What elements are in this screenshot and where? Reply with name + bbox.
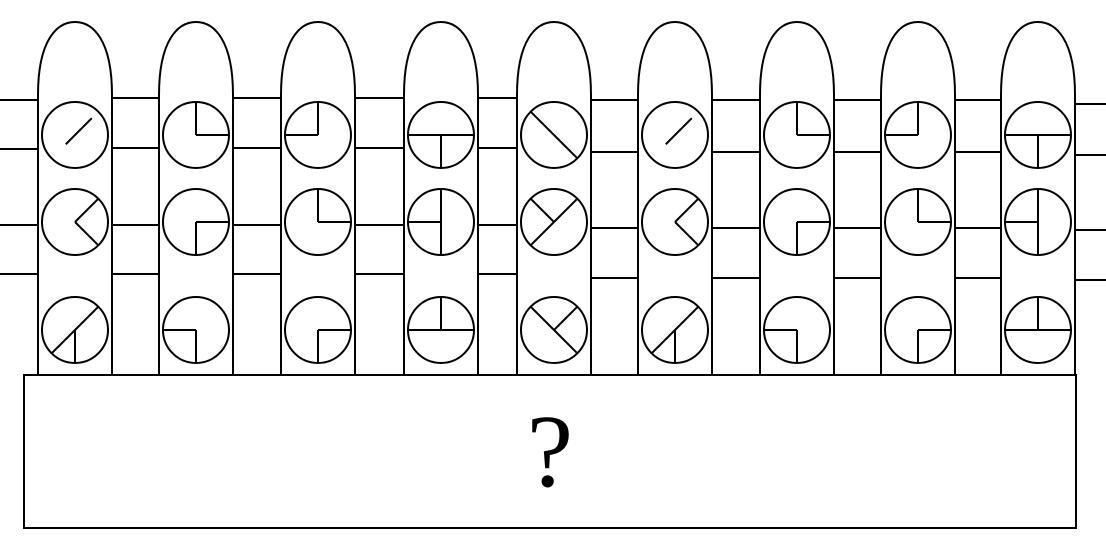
symbol-stroke (553, 197, 579, 223)
circle-symbol (884, 188, 952, 256)
symbol-stroke (74, 197, 100, 223)
circle-symbol (520, 296, 588, 364)
circle-symbol (641, 101, 709, 169)
symbol-stroke (65, 117, 93, 145)
circle-symbol (407, 101, 475, 169)
fence-post (280, 20, 356, 376)
circle-symbol (162, 188, 230, 256)
question-mark: ? (526, 393, 574, 509)
circle-symbol (641, 188, 709, 256)
symbol-stroke (674, 305, 700, 331)
circle-symbol (763, 296, 831, 364)
fence-rails (0, 97, 1106, 281)
circle-symbol (284, 296, 352, 364)
symbol-stroke (50, 329, 76, 355)
circle-symbol (641, 296, 709, 364)
circle-symbol (520, 101, 588, 169)
symbol-stroke (553, 329, 579, 355)
fence-post (37, 20, 113, 376)
symbol-stroke (665, 117, 693, 145)
symbol-stroke (650, 329, 676, 355)
circle-symbol (284, 101, 352, 169)
fence-post (516, 20, 592, 376)
fence-post (759, 20, 835, 376)
circle-symbol (162, 101, 230, 169)
fence-post (637, 20, 713, 376)
circle-symbol (1004, 188, 1072, 256)
answer-box: ? (23, 374, 1077, 529)
circle-symbol (1004, 101, 1072, 169)
symbol-stroke (74, 221, 100, 247)
circle-symbol (884, 101, 952, 169)
fence-posts (37, 20, 1076, 376)
symbol-stroke (74, 305, 100, 331)
circle-symbol (1004, 296, 1072, 364)
symbol-stroke (674, 221, 700, 247)
symbol-stroke (674, 197, 700, 223)
fence-post (158, 20, 234, 376)
circle-symbol (284, 188, 352, 256)
circle-symbol (41, 101, 109, 169)
fence-post (1000, 20, 1076, 376)
circle-symbol (763, 188, 831, 256)
symbol-stroke (529, 197, 555, 223)
symbol-stroke (553, 134, 579, 160)
symbol-stroke (553, 305, 579, 331)
circle-symbol (763, 101, 831, 169)
symbol-stroke (529, 110, 555, 136)
fence-post (880, 20, 956, 376)
fence-post (403, 20, 479, 376)
circle-symbol (520, 188, 588, 256)
circle-symbol (884, 296, 952, 364)
circle-symbol (407, 296, 475, 364)
circle-symbol (41, 296, 109, 364)
circle-symbol (407, 188, 475, 256)
symbol-stroke (529, 221, 555, 247)
symbol-stroke (529, 305, 555, 331)
circle-symbol (162, 296, 230, 364)
circle-symbol (41, 188, 109, 256)
